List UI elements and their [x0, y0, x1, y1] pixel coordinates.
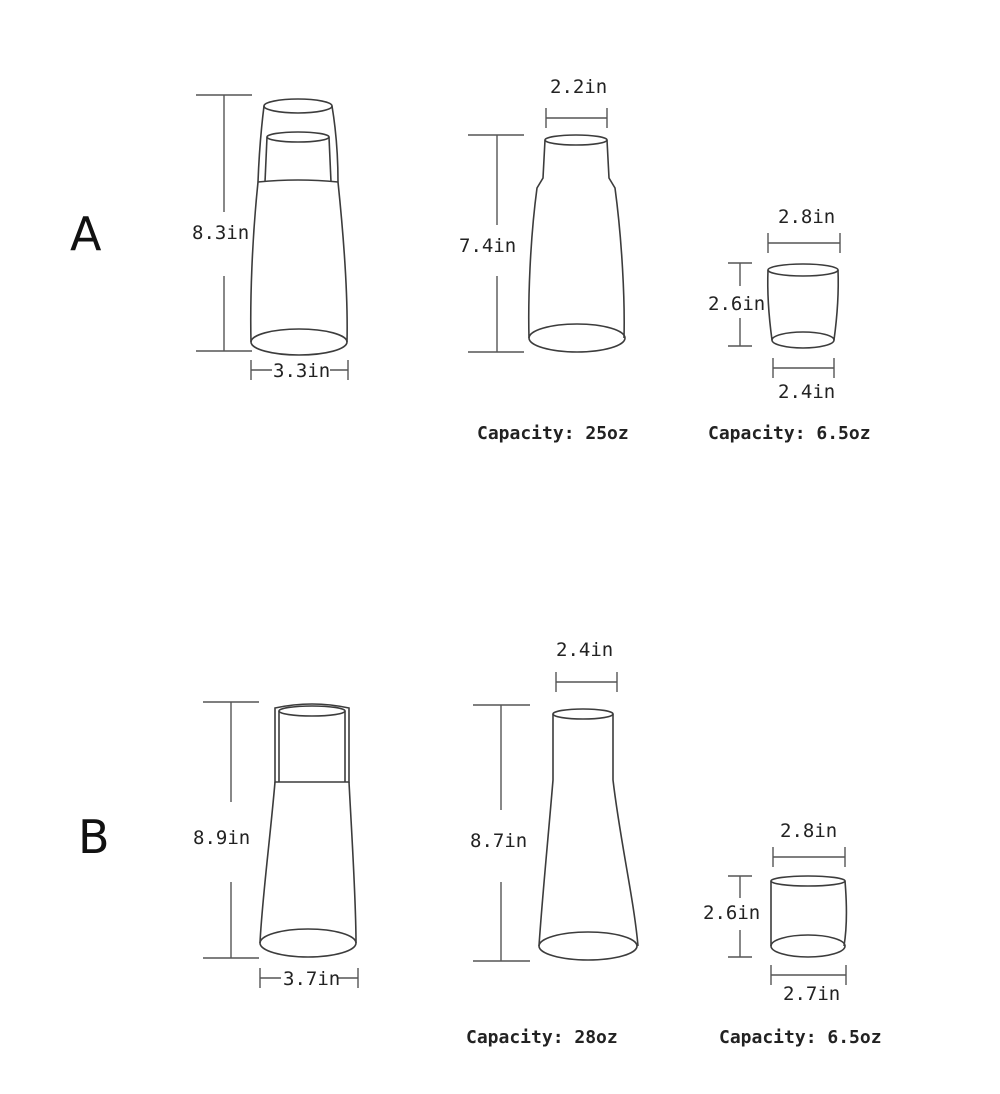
set-a-cup-height-label: 2.6in	[708, 293, 765, 315]
set-b-cup-base-width-dimension: 2.7in	[770, 965, 847, 1005]
set-b-base-width-label: 3.7in	[283, 968, 340, 990]
set-a-height-dimension: 8.3in	[192, 94, 252, 352]
set-b-height-dimension: 8.9in	[193, 701, 259, 959]
set-b-height-label: 8.9in	[193, 827, 250, 849]
set-a-carafe-top-width-dimension: 2.2in	[545, 76, 608, 128]
set-b-cup-top-width-dimension: 2.8in	[772, 820, 846, 867]
set-a-cup-height-dimension: 2.6in	[708, 262, 765, 347]
set-b-carafe-height-label: 8.7in	[470, 830, 527, 852]
set-b-combined-illustration	[259, 703, 357, 958]
set-a-cup-top-width-label: 2.8in	[778, 206, 835, 228]
set-a-base-width-dimension: 3.3in	[250, 360, 349, 382]
set-a-carafe-capacity: Capacity: 25oz	[477, 423, 629, 444]
set-b: B 8.9in 3.7in	[78, 639, 882, 1048]
set-a-base-width-label: 3.3in	[273, 360, 330, 382]
set-a-cup-base-width-dimension: 2.4in	[772, 358, 835, 403]
set-a-carafe-top-width-label: 2.2in	[550, 76, 607, 98]
set-b-cup-base-width-label: 2.7in	[783, 983, 840, 1005]
set-a-cup-illustration	[766, 263, 840, 349]
set-a-height-label: 8.3in	[192, 222, 249, 244]
set-b-cup-height-dimension: 2.6in	[703, 875, 760, 958]
set-b-cup-top-width-label: 2.8in	[780, 820, 837, 842]
set-b-base-width-dimension: 3.7in	[259, 968, 359, 990]
set-a-cup-capacity: Capacity: 6.5oz	[708, 423, 871, 444]
set-a-label: A	[70, 207, 102, 261]
set-a-carafe-height-dimension: 7.4in	[459, 134, 524, 353]
set-b-carafe-capacity: Capacity: 28oz	[466, 1027, 618, 1048]
set-a-carafe-illustration	[527, 134, 626, 353]
set-b-cup-illustration	[770, 875, 848, 958]
set-a-cup-top-width-dimension: 2.8in	[767, 206, 841, 253]
set-a-combined-illustration	[249, 98, 348, 356]
set-a-carafe-height-label: 7.4in	[459, 235, 516, 257]
set-b-carafe-illustration	[538, 708, 639, 961]
set-b-cup-capacity: Capacity: 6.5oz	[719, 1027, 882, 1048]
set-a: A 8.3in	[70, 76, 871, 444]
set-b-cup-height-label: 2.6in	[703, 902, 760, 924]
set-b-carafe-top-width-label: 2.4in	[556, 639, 613, 661]
set-b-carafe-top-width-dimension: 2.4in	[555, 639, 618, 692]
set-b-label: B	[78, 810, 110, 864]
set-a-cup-base-width-label: 2.4in	[778, 381, 835, 403]
set-b-carafe-height-dimension: 8.7in	[470, 704, 530, 962]
